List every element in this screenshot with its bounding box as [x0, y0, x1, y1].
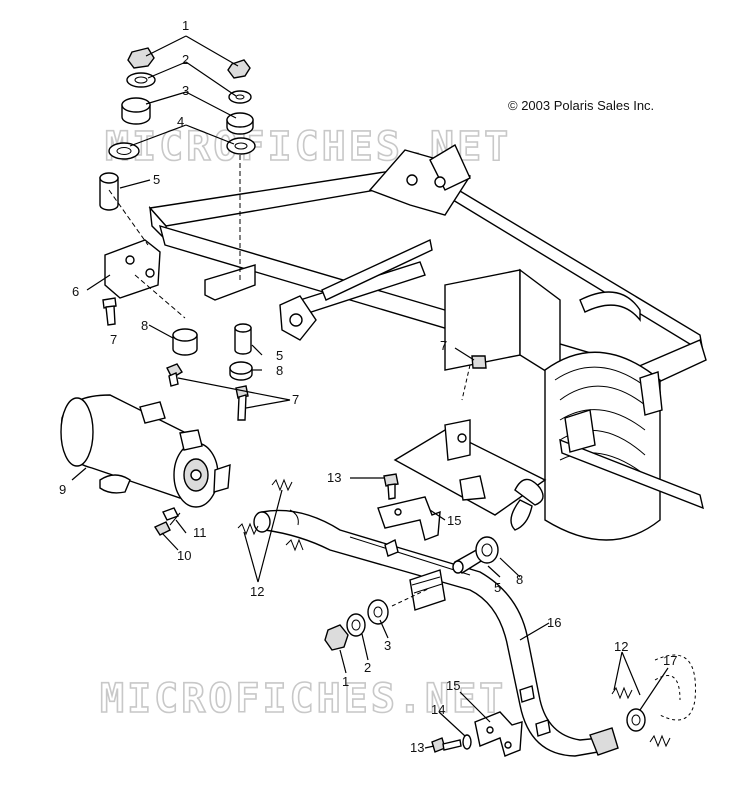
callout-8-mid: 8 [276, 363, 283, 378]
callout-1-top: 1 [182, 18, 189, 33]
callout-1-lower: 1 [342, 674, 349, 689]
bolt-part-13-upper [383, 473, 399, 487]
callout-6: 6 [72, 284, 79, 299]
callout-8-right: 8 [516, 572, 523, 587]
callout-2-lower: 2 [364, 660, 371, 675]
callout-16: 16 [547, 615, 561, 630]
pipe-hanger-upper [377, 473, 441, 541]
washer-part-4-left [108, 142, 140, 160]
callout-17: 17 [663, 653, 677, 668]
callout-13-upper: 13 [327, 470, 341, 485]
gasket-part-17 [626, 708, 646, 732]
exhaust-outlet-hardware [611, 654, 696, 748]
leader-lines [71, 35, 669, 749]
callout-12-right: 12 [614, 639, 628, 654]
spacer-part-8-right [475, 536, 499, 564]
spacer-part-5-mid [234, 327, 252, 355]
callout-10: 10 [177, 548, 191, 563]
callout-3-top: 3 [182, 83, 189, 98]
callout-5-right: 5 [494, 580, 501, 595]
callout-15-lower: 15 [446, 678, 460, 693]
spring-part-12-c [611, 686, 633, 700]
muffler-fasteners [153, 507, 181, 536]
callout-7-right: 7 [440, 338, 447, 353]
watermark-bottom: MICROFICHES.NET [100, 676, 506, 722]
pipe-hanger-lower [431, 711, 523, 757]
callout-5-mid: 5 [276, 348, 283, 363]
nut-part-1-right [227, 59, 251, 79]
callout-7-mid: 7 [292, 392, 299, 407]
pipe-hanger-bushings [452, 536, 499, 574]
bracket-part-15-lower [474, 711, 523, 757]
bolt-part-7-b [168, 372, 179, 387]
callout-9: 9 [59, 482, 66, 497]
callout-12-left: 12 [250, 584, 264, 599]
muffler-part-9 [60, 394, 231, 508]
washer-part-4-right [226, 137, 256, 155]
callout-14: 14 [431, 702, 445, 717]
callout-labels: 1 2 3 4 5 6 7 8 5 8 7 7 9 11 10 12 13 15… [59, 18, 677, 755]
callout-4: 4 [177, 114, 184, 129]
washer-part-2-right [228, 90, 252, 104]
callout-15-upper: 15 [447, 513, 461, 528]
bushing-part-3-lower [367, 599, 389, 625]
nut-part-1-lower [324, 624, 349, 651]
bracket-part-6 [104, 239, 161, 299]
spring-part-12-b [237, 522, 259, 536]
spring-part-12-a [271, 478, 293, 492]
callout-3-lower: 3 [384, 638, 391, 653]
callout-5-top: 5 [153, 172, 160, 187]
top-mount-hardware [99, 47, 487, 421]
bolt-part-7-c [237, 394, 247, 421]
callout-8-left: 8 [141, 318, 148, 333]
callout-2-top: 2 [182, 52, 189, 67]
bolt-part-7-a [105, 305, 116, 326]
spring-part-12-d [649, 734, 671, 748]
bolt-part-10 [153, 521, 171, 536]
callout-11: 11 [193, 525, 207, 540]
washer-part-14 [462, 734, 472, 750]
spacer-part-5-left [99, 177, 119, 211]
nut-part-1-left [127, 47, 155, 69]
washer-part-2-left [126, 72, 156, 88]
callout-7-left: 7 [110, 332, 117, 347]
bracket-part-15-upper [377, 496, 441, 541]
pipe-hardware-lower [324, 587, 431, 651]
callout-13-lower: 13 [410, 740, 424, 755]
washer-part-2-lower [346, 613, 366, 637]
frame-assembly [148, 143, 707, 541]
copyright-text: © 2003 Polaris Sales Inc. [508, 98, 654, 113]
